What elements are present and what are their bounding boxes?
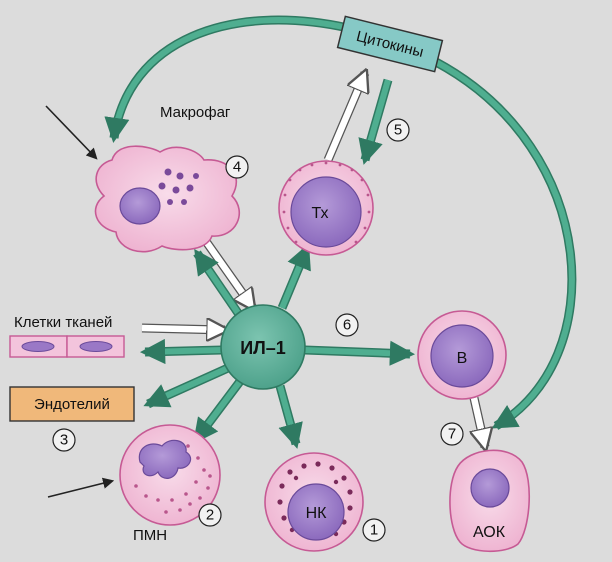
th-cell: Тх <box>278 160 374 256</box>
th-nucleus <box>290 176 362 248</box>
endothelium-box: Эндотелий <box>9 386 135 422</box>
nk-cell: НК <box>264 452 364 552</box>
svg-text:2: 2 <box>206 507 214 524</box>
b-to-aok-arrow-fill <box>474 397 485 447</box>
pointer-arrow-macrophage <box>45 105 98 160</box>
cytokines-to-aok-arrow-inner <box>434 59 575 429</box>
pmn-cell <box>119 424 221 526</box>
aok-nucleus <box>470 468 510 508</box>
number-marker-6: 6 <box>335 313 359 337</box>
svg-text:6: 6 <box>343 317 351 334</box>
cytokines-to-macrophage-arrow-inner <box>104 17 349 143</box>
tissue-to-il1-arrow-fill <box>141 328 225 330</box>
svg-text:4: 4 <box>233 159 241 176</box>
number-marker-5: 5 <box>386 118 410 142</box>
nk-nucleus <box>287 483 345 541</box>
svg-text:7: 7 <box>448 426 456 443</box>
svg-text:5: 5 <box>394 122 402 139</box>
endothelium-label: Эндотелий <box>34 396 110 413</box>
macrophage-nucleus <box>119 187 161 225</box>
cytokines-box: Цитокины <box>336 15 444 73</box>
b-label: В <box>457 350 468 367</box>
macrophage-label: Макрофаг <box>160 104 231 121</box>
svg-text:1: 1 <box>370 522 378 539</box>
il1-cell: ИЛ–1 <box>220 304 306 390</box>
cytokines-to-macrophage-arrow <box>109 15 349 139</box>
th-to-cytokines-arrow-fill <box>325 73 365 162</box>
aok-label: АОК <box>473 524 506 541</box>
aok-cell: АОК <box>449 449 531 553</box>
il1-label: ИЛ–1 <box>240 338 286 358</box>
b-nucleus <box>430 324 494 388</box>
cytokines-to-th-arrow-fill <box>358 79 391 165</box>
b-cell: В <box>417 310 507 400</box>
pmn-label: ПМН <box>133 527 167 544</box>
th-label: Тх <box>311 205 328 222</box>
nk-label: НК <box>306 505 328 522</box>
svg-text:3: 3 <box>60 432 68 449</box>
macrophage-granules <box>158 168 199 205</box>
pointer-arrow-pmn <box>47 477 115 498</box>
number-marker-7: 7 <box>440 422 464 446</box>
macrophage-cell <box>94 145 241 253</box>
number-marker-2: 2 <box>198 503 222 527</box>
tissue-cells-label: Клетки тканей <box>14 314 112 331</box>
number-marker-1: 1 <box>362 518 386 542</box>
number-marker-4: 4 <box>225 155 249 179</box>
tissue-cells <box>9 335 125 358</box>
il1-outgoing-arrows <box>139 243 416 449</box>
number-marker-3: 3 <box>52 428 76 452</box>
pmn-nucleus <box>138 439 192 479</box>
